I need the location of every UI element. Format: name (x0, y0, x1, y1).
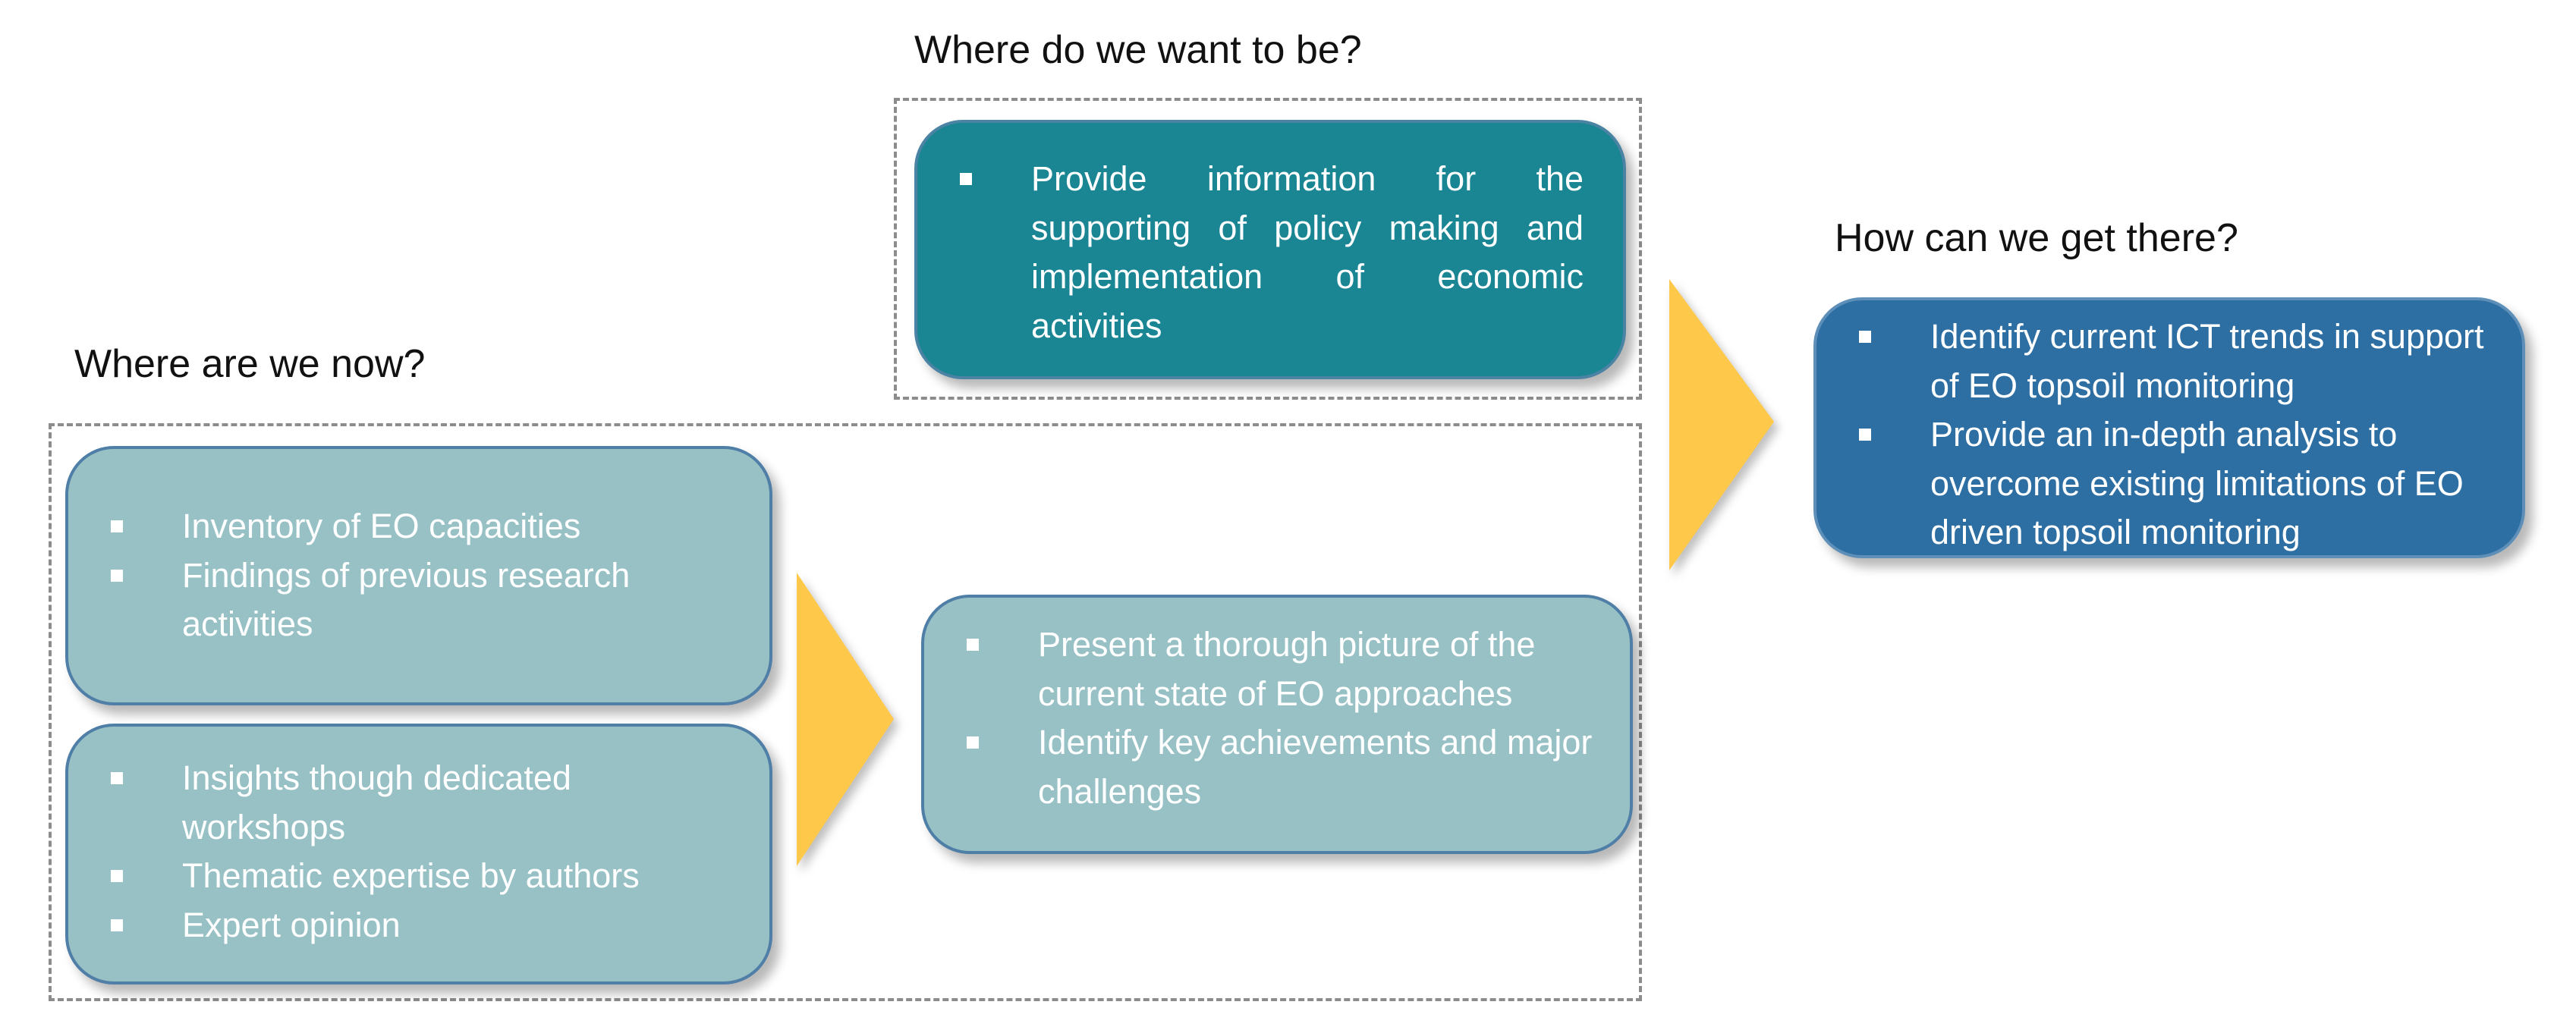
list-item: Identify key achievements and major chal… (924, 718, 1630, 816)
bullet-list: Inventory of EO capacities Findings of p… (68, 502, 769, 649)
list-item-text: Present a thorough picture of the curren… (1038, 625, 1536, 713)
square-bullet-icon (111, 870, 123, 882)
square-bullet-icon (1859, 331, 1871, 343)
list-item-text: Insights though dedicated workshops (182, 758, 571, 846)
square-bullet-icon (960, 173, 972, 185)
list-item-text: Provide information for the supporting o… (1031, 159, 1584, 345)
arrow-shape (1669, 279, 1774, 570)
frame-current (49, 423, 1642, 1001)
list-item-text: Identify key achievements and major chal… (1038, 723, 1593, 811)
list-item: Inventory of EO capacities (68, 502, 769, 551)
list-item-text: Findings of previous research activities (182, 555, 631, 644)
frame-future (894, 98, 1642, 400)
square-bullet-icon (967, 736, 979, 749)
square-bullet-icon (111, 919, 123, 931)
list-item-text: Thematic expertise by authors (182, 856, 640, 895)
box-insights: Insights though dedicated workshops Them… (65, 724, 772, 984)
heading-how-get-there: How can we get there? (1835, 216, 2238, 260)
list-item: Identify current ICT trends in support o… (1816, 312, 2522, 410)
list-item-text: Expert opinion (182, 905, 401, 944)
arrow-to-how (1669, 279, 1774, 570)
list-item: Present a thorough picture of the curren… (924, 620, 1630, 718)
heading-where-want-to-be: Where do we want to be? (914, 28, 1362, 72)
square-bullet-icon (111, 772, 123, 784)
list-item: Provide information for the supporting o… (917, 155, 1623, 350)
square-bullet-icon (1859, 429, 1871, 441)
bullet-list: Identify current ICT trends in support o… (1816, 312, 2522, 557)
bullet-list: Provide information for the supporting o… (917, 155, 1623, 350)
box-policy-information: Provide information for the supporting o… (914, 120, 1626, 379)
list-item: Insights though dedicated workshops (68, 754, 769, 852)
list-item-text: Inventory of EO capacities (182, 507, 581, 545)
list-item: Findings of previous research activities (68, 551, 769, 649)
arrow-current-to-picture (797, 573, 894, 866)
bullet-list: Present a thorough picture of the curren… (924, 620, 1630, 816)
heading-where-are-we-now: Where are we now? (74, 342, 426, 386)
list-item-text: Identify current ICT trends in support o… (1930, 317, 2484, 405)
list-item-text: Provide an in-depth analysis to overcome… (1930, 415, 2464, 551)
box-inventory: Inventory of EO capacities Findings of p… (65, 446, 772, 705)
bullet-list: Insights though dedicated workshops Them… (68, 754, 769, 950)
box-current-state: Present a thorough picture of the curren… (921, 595, 1633, 854)
list-item: Provide an in-depth analysis to overcome… (1816, 410, 2522, 557)
square-bullet-icon (967, 639, 979, 651)
list-item: Thematic expertise by authors (68, 852, 769, 901)
box-ict-trends: Identify current ICT trends in support o… (1813, 297, 2525, 558)
list-item: Expert opinion (68, 901, 769, 950)
square-bullet-icon (111, 569, 123, 582)
square-bullet-icon (111, 520, 123, 532)
arrow-shape (797, 573, 894, 866)
